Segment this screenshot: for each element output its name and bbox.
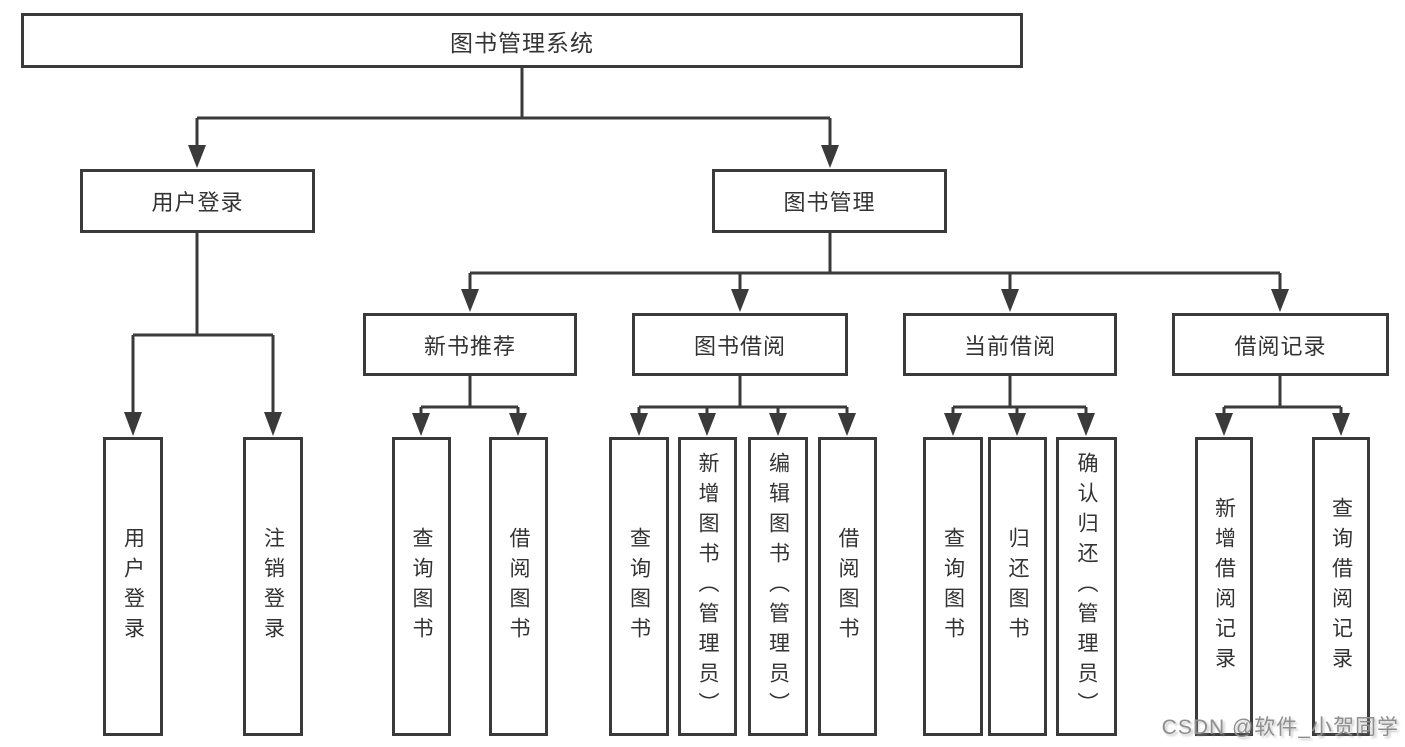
node-label: 用户登录 (121, 526, 145, 647)
node-book-borrow: 图书借阅 (632, 313, 848, 376)
leaf-confirm-return-admin: 确认归还（管理员） (1056, 437, 1117, 736)
node-borrow-record: 借阅记录 (1172, 313, 1389, 376)
connector-root-to-level2 (188, 67, 839, 168)
connector-book-management-to-level3 (461, 233, 1289, 312)
node-label: 查询图书 (627, 526, 651, 647)
leaf-add-book-admin: 新增图书（管理员） (678, 437, 737, 736)
node-label: 新书推荐 (423, 333, 516, 359)
leaf-user-login: 用户登录 (103, 437, 163, 736)
connector-current-borrow-to-children (944, 375, 1095, 436)
csdn-watermark: CSDN @软件_小贺同学 (1161, 716, 1399, 739)
node-label: 用户登录 (151, 190, 244, 215)
node-label: 图书管理系统 (450, 29, 594, 56)
node-label: 新增借阅记录 (1212, 496, 1236, 677)
node-label: 当前借阅 (963, 333, 1056, 359)
connector-new-book-to-children (412, 375, 527, 436)
node-system-root: 图书管理系统 (21, 13, 1023, 68)
leaf-borrow-book: 借阅图书 (818, 437, 877, 736)
node-current-borrow: 当前借阅 (903, 313, 1117, 376)
connector-book-borrow-to-children (630, 375, 856, 436)
node-label: 查询图书 (941, 526, 965, 647)
node-label: 借阅图书 (836, 526, 859, 647)
node-user-login: 用户登录 (80, 169, 315, 233)
leaf-query-book-borrow: 查询图书 (609, 437, 669, 736)
node-label: 图书管理 (783, 190, 876, 215)
node-label: 图书借阅 (693, 333, 786, 359)
node-book-management: 图书管理 (712, 169, 947, 233)
node-label: 编辑图书（管理员） (766, 451, 790, 722)
node-label: 归还图书 (1006, 526, 1029, 647)
leaf-query-borrow-record: 查询借阅记录 (1312, 437, 1370, 736)
connector-borrow-record-to-children (1215, 375, 1350, 436)
leaf-query-book-current: 查询图书 (923, 437, 983, 736)
node-label: 确认归还（管理员） (1075, 451, 1098, 722)
node-label: 新增图书（管理员） (696, 451, 719, 722)
leaf-add-borrow-record: 新增借阅记录 (1195, 437, 1253, 736)
leaf-borrow-book-recommend: 借阅图书 (489, 437, 548, 736)
node-label: 借阅图书 (507, 526, 530, 647)
leaf-edit-book-admin: 编辑图书（管理员） (748, 437, 808, 736)
node-label: 借阅记录 (1234, 333, 1327, 359)
node-label: 查询图书 (410, 526, 433, 647)
leaf-query-book-recommend: 查询图书 (392, 437, 451, 736)
connector-user-login-to-children (124, 233, 282, 436)
node-new-book-recommend: 新书推荐 (363, 313, 577, 376)
leaf-logout: 注销登录 (243, 437, 303, 736)
node-label: 查询借阅记录 (1329, 496, 1353, 677)
leaf-return-book: 归还图书 (988, 437, 1047, 736)
node-label: 注销登录 (261, 526, 285, 647)
